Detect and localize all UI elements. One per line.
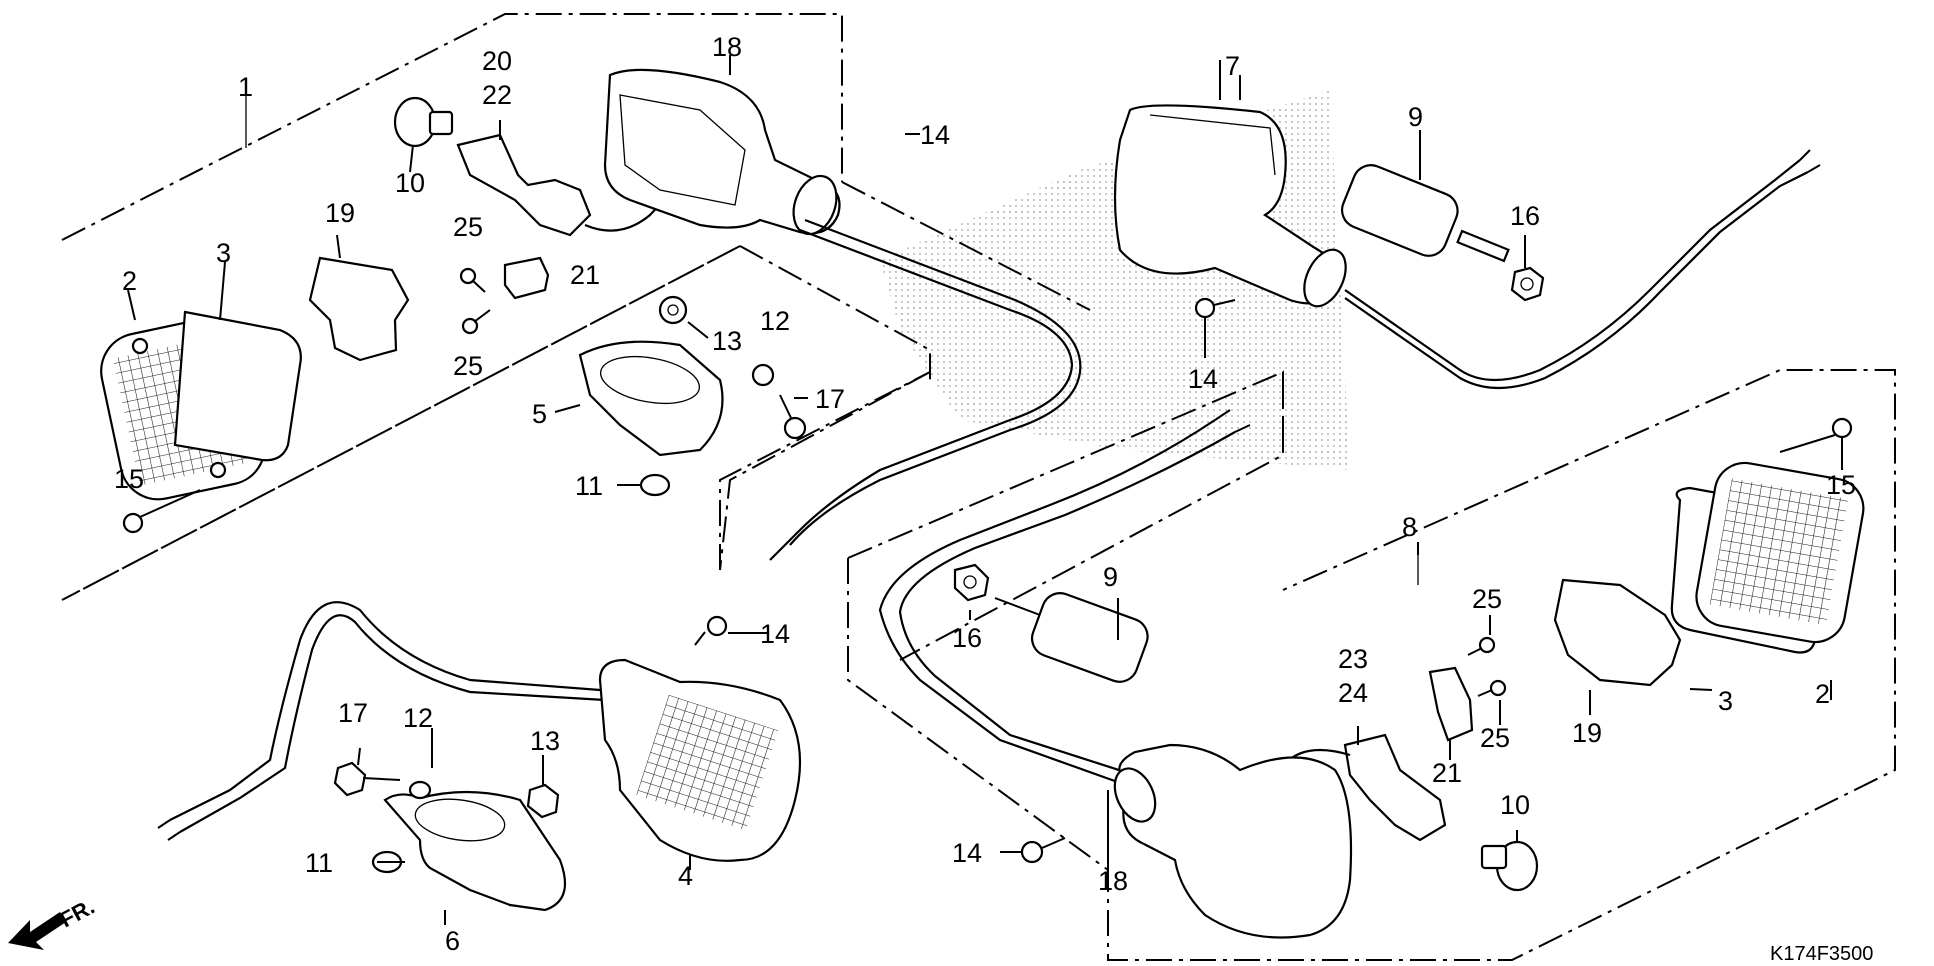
screw-14-lower-left: [694, 615, 728, 646]
callout-25: 25: [453, 212, 483, 242]
callout-8: 8: [1402, 512, 1417, 542]
winker-7-upper-right: [1113, 104, 1347, 308]
screw-25-lower-a: [1467, 636, 1496, 656]
callout-3: 3: [216, 238, 231, 268]
callout-10: 10: [1500, 790, 1530, 820]
callout-1: 1: [238, 72, 253, 102]
lens-gasket-upper-left: [173, 310, 302, 462]
winker-4-lower-left: [598, 658, 802, 862]
callout-13: 13: [530, 726, 560, 756]
wire-lower-right-group: [878, 419, 1216, 792]
callout-4: 4: [678, 861, 693, 891]
callout-14: 14: [1188, 364, 1218, 394]
callout-18: 18: [1098, 866, 1128, 896]
callout-16: 16: [1510, 201, 1540, 231]
winker-housing-upper: [603, 68, 841, 236]
front-direction-arrow: FR.: [8, 894, 99, 950]
nut-16-upper: [1510, 266, 1545, 302]
callout-14: 14: [920, 120, 950, 150]
grommet-11-upper: [639, 473, 671, 497]
callout-19: 19: [325, 198, 355, 228]
callout-10: 10: [395, 168, 425, 198]
callout-19: 19: [1572, 718, 1602, 748]
relay-9-lower: [994, 592, 1149, 683]
socket-holder-upper-left: [308, 256, 410, 362]
nut-13-lower: [526, 783, 560, 819]
nut-16-lower: [953, 563, 990, 602]
callout-15: 15: [1826, 470, 1856, 500]
front-direction-label: FR.: [56, 894, 99, 933]
group-1-frame: [61, 13, 1091, 601]
rear-right-winker-frame: [847, 369, 1896, 961]
callout-17: 17: [338, 698, 368, 728]
screw-15-upper-left: [122, 489, 201, 534]
bolt-17-upper: [779, 394, 807, 440]
callout-25: 25: [453, 351, 483, 381]
callout-labels: 1 2 3 15 19 10 20 22 25 21 25 18 14 13 1…: [114, 32, 1856, 956]
screw-25-upper-a: [459, 267, 486, 293]
callout-5: 5: [532, 399, 547, 429]
callout-18: 18: [712, 32, 742, 62]
callout-24: 24: [1338, 678, 1368, 708]
wire-upper-right: [1344, 159, 1801, 382]
callout-25: 25: [1480, 723, 1510, 753]
wire-lower-left: [169, 601, 601, 821]
callout-22: 22: [482, 80, 512, 110]
relay-9-upper: [1340, 164, 1510, 263]
callout-14: 14: [952, 838, 982, 868]
screw-14-lower-right: [1020, 837, 1066, 864]
front-left-winker-assembly: [61, 13, 1091, 601]
callout-12: 12: [403, 703, 433, 733]
screw-25-lower-b: [1477, 679, 1507, 697]
bulb-socket-lower-right: [1343, 733, 1447, 842]
leader-lines: [127, 55, 1843, 925]
callout-11: 11: [575, 471, 603, 501]
bulb-lower-right: [1480, 840, 1539, 892]
screw-14-upper-right: [1194, 297, 1236, 319]
bracket-lower-right: [1428, 666, 1474, 742]
callout-9: 9: [1408, 102, 1423, 132]
callout-14: 14: [760, 619, 790, 649]
socket-holder-lower-right: [1553, 578, 1682, 687]
screw-15-lower-right: [1779, 417, 1853, 453]
screw-25-upper-b: [461, 309, 491, 335]
callout-11: 11: [305, 848, 333, 878]
washer-12-lower: [408, 780, 432, 800]
bolt-17-lower: [333, 761, 401, 797]
callout-16: 16: [952, 623, 982, 653]
winker-lens-lower-right: [1695, 461, 1865, 644]
wire-upper-housing: [769, 228, 1074, 561]
callout-13: 13: [712, 326, 742, 356]
callout-2: 2: [1815, 679, 1830, 709]
bulb-socket-upper-left: [456, 133, 592, 237]
callout-21: 21: [1432, 758, 1462, 788]
bulb-upper-left: [393, 96, 454, 148]
callout-6: 6: [445, 926, 460, 956]
callout-15: 15: [114, 464, 144, 494]
callout-2: 2: [122, 266, 137, 296]
callout-7: 7: [1225, 51, 1240, 81]
callout-23: 23: [1338, 644, 1368, 674]
callout-17: 17: [815, 384, 845, 414]
winker-housing-lower: [1113, 743, 1353, 939]
nut-13-upper: [658, 295, 688, 325]
callout-3: 3: [1718, 686, 1733, 716]
callout-21: 21: [570, 260, 600, 290]
diagram-code: K174F3500: [1770, 943, 1873, 965]
mount-bracket-5: [578, 340, 724, 457]
washer-12-upper: [751, 363, 775, 387]
callout-20: 20: [482, 46, 512, 76]
callout-25: 25: [1472, 584, 1502, 614]
callout-12: 12: [760, 306, 790, 336]
bracket-upper-left: [503, 256, 550, 300]
callout-9: 9: [1103, 562, 1118, 592]
